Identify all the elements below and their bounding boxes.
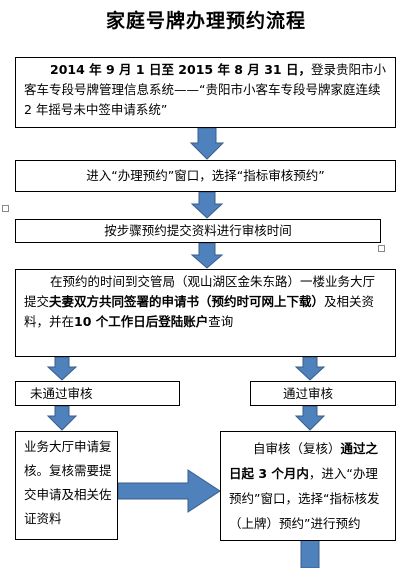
- step4-box: 在预约的时间到交管局（观山湖区金朱东路）一楼业务大厅提交夫妻双方共同签署的申请书…: [15, 269, 396, 357]
- step2-text: 进入“办理预约”窗口，选择“指标审核预约”: [86, 168, 325, 183]
- arrow-down-bottom: [300, 539, 320, 568]
- arrow-down-1: [189, 127, 225, 160]
- resize-handle-icon[interactable]: [378, 245, 385, 252]
- arrow-down-3: [190, 242, 224, 269]
- not-passed-label-box: 未通过审核: [15, 381, 180, 406]
- passed-label: 通过审核: [283, 386, 334, 401]
- step2-box: 进入“办理预约”窗口，选择“指标审核预约”: [15, 160, 396, 192]
- step1-text: 登录贵阳市小客车专段号牌管理信息系统——“贵阳市小客车专段号牌家庭连续 2 年摇…: [24, 62, 386, 117]
- arrow-down-right-2: [294, 405, 326, 431]
- passed-detail-bold: 通过之日起 3 个月内: [229, 441, 379, 481]
- not-passed-detail-box: 业务大厅申请复核。复核需要提交申请及相关佐证资料: [15, 431, 118, 540]
- not-passed-detail: 业务大厅申请复核。复核需要提交申请及相关佐证资料: [24, 439, 112, 526]
- step1-box: 2014 年 9 月 1 日至 2015 年 8 月 31 日，登录贵阳市小客车…: [15, 57, 396, 128]
- arrow-down-left: [46, 356, 78, 381]
- move-handle-icon[interactable]: [2, 205, 9, 212]
- passed-detail-box: 自审核（复核）通过之日起 3 个月内，进入“办理预约”窗口，选择“指标核发（上牌…: [220, 431, 396, 541]
- passed-label-box: 通过审核: [250, 381, 396, 406]
- arrow-down-right: [294, 356, 326, 381]
- arrow-down-2: [190, 191, 224, 219]
- step4-text-1: 在预约的时间到交管局（观山湖区金朱东路）一楼业务大厅提交: [24, 274, 376, 309]
- arrow-right: [117, 469, 221, 513]
- step1-date: 2014 年 9 月 1 日至 2015 年 8 月 31 日，: [50, 62, 311, 77]
- step4-text-2: 及相关资料，并在: [24, 294, 375, 329]
- step3-box: 按步骤预约提交资料进行审核时间: [15, 219, 381, 243]
- step4-text-3: 查询: [208, 314, 234, 329]
- step3-text: 按步骤预约提交资料进行审核时间: [104, 223, 292, 238]
- not-passed-label: 未通过审核: [30, 386, 93, 401]
- arrow-down-left-2: [46, 405, 78, 431]
- page-title: 家庭号牌办理预约流程: [105, 10, 306, 32]
- step4-bold-2: 10 个工作日后登陆账户: [74, 314, 209, 329]
- step4-bold-1: 夫妻双方共同签署的申请书（预约时可网上下载）: [49, 294, 325, 309]
- passed-detail-2: ，进入“办理预约”窗口，选择“指标核发（上牌）预约”进行预约: [229, 466, 380, 531]
- passed-detail-1: 自审核（复核）: [253, 441, 341, 456]
